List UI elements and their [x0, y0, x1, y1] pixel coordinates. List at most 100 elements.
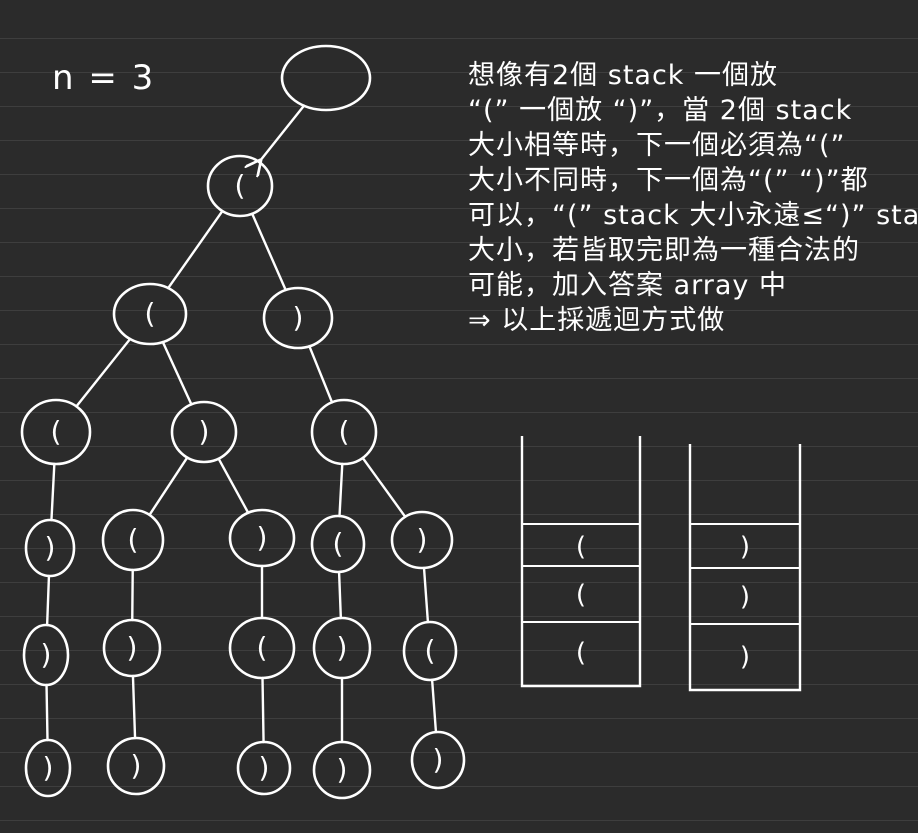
node-label: (: [235, 169, 246, 202]
node-label: ): [131, 749, 142, 782]
node-circle: [312, 740, 372, 800]
tree-node: ): [24, 518, 76, 578]
node-circle: [228, 616, 296, 680]
stack-item: ): [740, 582, 750, 612]
node-circle: [112, 282, 188, 346]
tree-node: (: [310, 398, 378, 466]
tree-edge: [166, 209, 224, 290]
stack-item: ): [740, 642, 750, 672]
tree-edge: [422, 566, 430, 624]
tree-node: (: [206, 154, 274, 218]
tree-edge: [131, 674, 137, 740]
node-circle: [101, 508, 165, 572]
node-circle: [280, 44, 372, 112]
stack-outline: [520, 436, 642, 688]
tree-node: ): [22, 623, 70, 687]
tree-root-node: [280, 44, 372, 112]
tree-node: ): [410, 730, 466, 790]
node-label: (: [333, 527, 344, 560]
tree-edge: [217, 457, 250, 514]
tree-edge: [161, 340, 193, 406]
node-circle: [24, 738, 72, 798]
tree-node: (: [310, 514, 366, 574]
node-circle: [102, 618, 162, 678]
node-label: ): [337, 753, 348, 786]
node-label: (: [257, 631, 268, 664]
node-circle: [170, 400, 238, 464]
node-label: ): [417, 523, 428, 556]
tree-edge: [337, 570, 343, 620]
tree-edge: [250, 212, 287, 292]
tree-edge: [361, 456, 407, 518]
node-label: ): [41, 638, 52, 671]
n-label: n = 3: [52, 58, 156, 98]
tree-node: (: [228, 616, 296, 680]
node-label: ): [199, 415, 210, 448]
node-circle: [262, 286, 334, 350]
note-line: ⇒ 以上採遞迴方式做: [468, 305, 726, 336]
stack-item: (: [576, 580, 586, 610]
node-label: (: [128, 523, 139, 556]
node-label: ): [293, 301, 304, 334]
tree-node: (: [112, 282, 188, 346]
tree-edge: [259, 104, 306, 162]
tree-edge: [45, 574, 51, 627]
node-circle: [20, 398, 92, 466]
note-line: 可以，“(” stack 大小永遠≤“)” stack: [468, 200, 918, 231]
tree-edge: [148, 456, 189, 517]
note-line: 大小，若皆取完即為一種合法的: [468, 235, 860, 266]
tree-node: (: [402, 620, 458, 682]
tree-edge: [261, 676, 265, 744]
tree-node: ): [106, 736, 166, 796]
note-line: 大小相等時，下一個必須為“(”: [468, 130, 846, 161]
stacks: ( ( ())): [520, 436, 802, 692]
node-circle: [310, 514, 366, 574]
node-label: (: [339, 415, 350, 448]
node-label: ): [337, 631, 348, 664]
node-circle: [22, 623, 70, 687]
node-circle: [310, 398, 378, 466]
node-label: (: [145, 297, 156, 330]
tree-node: ): [390, 510, 454, 570]
tree-edge: [45, 683, 49, 742]
node-circle: [402, 620, 458, 682]
tree-node: (: [101, 508, 165, 572]
tree-node: ): [262, 286, 334, 350]
tree-node: ): [24, 738, 72, 798]
explanation-notes: 想像有2個 stack 一個放 “(” 一個放 “)”，當 2個 stack 大…: [468, 58, 918, 338]
tree-edge: [75, 337, 132, 408]
tree-node: ): [312, 616, 372, 680]
node-circle: [228, 508, 296, 568]
stack-item: (: [576, 532, 586, 562]
stack-item: (: [576, 638, 586, 668]
tree-node: ): [228, 508, 296, 568]
node-label: ): [127, 631, 138, 664]
tree-edges: [45, 104, 438, 744]
node-label: ): [433, 743, 444, 776]
tree-nodes: ( () () () () ())) () ())))): [20, 44, 466, 800]
node-label: ): [259, 751, 270, 784]
close-stack: ))): [688, 444, 802, 692]
node-label: ): [45, 531, 56, 564]
node-circle: [24, 518, 76, 578]
node-circle: [236, 740, 292, 796]
node-circle: [206, 154, 274, 218]
tree-edge: [308, 345, 334, 404]
tree-edge: [338, 462, 344, 518]
note-line: “(” 一個放 “)”，當 2個 stack: [468, 95, 853, 126]
tree-node: ): [312, 740, 372, 800]
tree-node: ): [102, 618, 162, 678]
node-circle: [312, 616, 372, 680]
tree-edge: [430, 678, 438, 734]
tree-node: ): [170, 400, 238, 464]
node-label: (: [425, 634, 436, 667]
tree-node: ): [236, 740, 292, 796]
node-label: ): [257, 521, 268, 554]
node-label: ): [43, 751, 54, 784]
node-label: (: [51, 415, 62, 448]
tree-edge: [50, 462, 56, 522]
node-circle: [410, 730, 466, 790]
node-circle: [390, 510, 454, 570]
node-circle: [106, 736, 166, 796]
